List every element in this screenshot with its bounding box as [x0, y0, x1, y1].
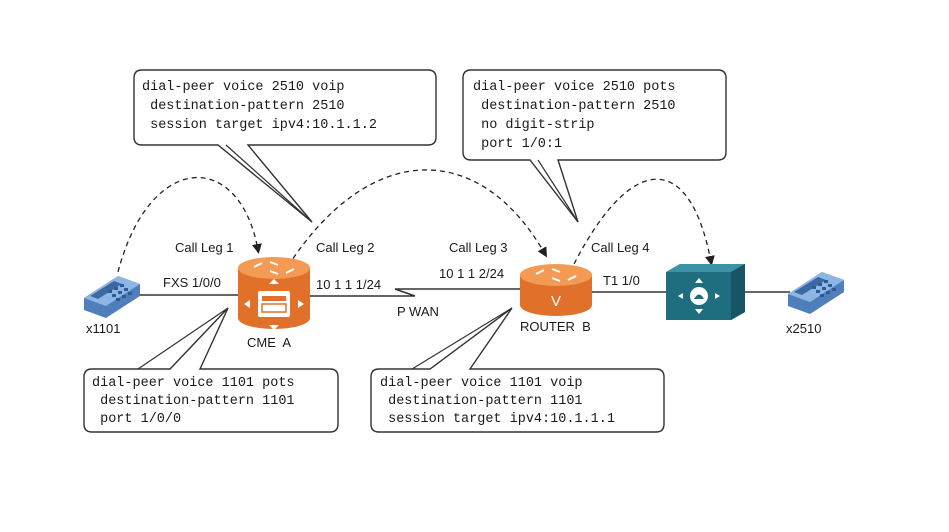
callout-top-left: dial-peer voice 2510 voip destination-pa…: [133, 69, 437, 223]
ip-cme-label: 10 1 1 1/24: [316, 277, 381, 292]
call-leg-1-label: Call Leg 1: [175, 240, 234, 255]
callout-bottom-left-line-2: destination-pattern 1101: [92, 394, 295, 409]
callout-top-right-line-3: no digit-strip: [473, 118, 595, 133]
callout-top-right-line-2: destination-pattern 2510: [473, 99, 676, 114]
network-links: [138, 288, 790, 297]
wan-label: P WAN: [397, 304, 439, 319]
call-leg-1-arrow: [117, 177, 262, 273]
pbx-icon: [666, 264, 745, 320]
phone-x1101-icon: [84, 276, 140, 318]
router-b-voice-mark: V: [551, 293, 561, 310]
callout-bottom-right: dial-peer voice 1101 voip destination-pa…: [370, 307, 665, 433]
cme-router-label: CME A: [247, 335, 291, 350]
phone-x2510-icon: [788, 272, 844, 314]
call-leg-2-label: Call Leg 2: [316, 240, 375, 255]
callout-top-right-line-4: port 1/0:1: [473, 137, 562, 152]
callout-bottom-left: dial-peer voice 1101 pots destination-pa…: [83, 307, 339, 433]
callout-top-right: dial-peer voice 2510 pots destination-pa…: [462, 69, 727, 223]
callout-top-left-line-2: destination-pattern 2510: [142, 99, 345, 114]
call-leg-4-arrow: [569, 178, 715, 273]
call-leg-4-label: Call Leg 4: [591, 240, 650, 255]
wan-link: [310, 288, 520, 297]
router-b-icon: V: [520, 264, 592, 316]
cme-router-icon: [238, 257, 310, 330]
router-b-label: ROUTER B: [520, 319, 591, 334]
callout-bottom-left-line-3: port 1/0/0: [92, 412, 181, 427]
callout-bottom-left-line-1: dial-peer voice 1101 pots: [92, 376, 295, 391]
ip-router-b-label: 10 1 1 2/24: [439, 266, 504, 281]
call-leg-arrows: [117, 169, 715, 273]
phone-right-label: x2510: [786, 321, 821, 336]
callout-bottom-right-line-3: session target ipv4:10.1.1.1: [380, 412, 615, 427]
call-leg-2-3-arrow: [287, 169, 547, 267]
callout-bottom-right-line-1: dial-peer voice 1101 voip: [380, 376, 583, 391]
t1-port-label: T1 1/0: [603, 273, 640, 288]
callout-top-left-line-3: session target ipv4:10.1.1.2: [142, 118, 377, 133]
callout-top-right-line-1: dial-peer voice 2510 pots: [473, 80, 676, 95]
call-leg-3-label: Call Leg 3: [449, 240, 508, 255]
callout-bottom-right-line-2: destination-pattern 1101: [380, 394, 583, 409]
callout-top-left-line-1: dial-peer voice 2510 voip: [142, 80, 345, 95]
fxs-port-label: FXS 1/0/0: [163, 275, 221, 290]
phone-left-label: x1101: [86, 321, 120, 336]
